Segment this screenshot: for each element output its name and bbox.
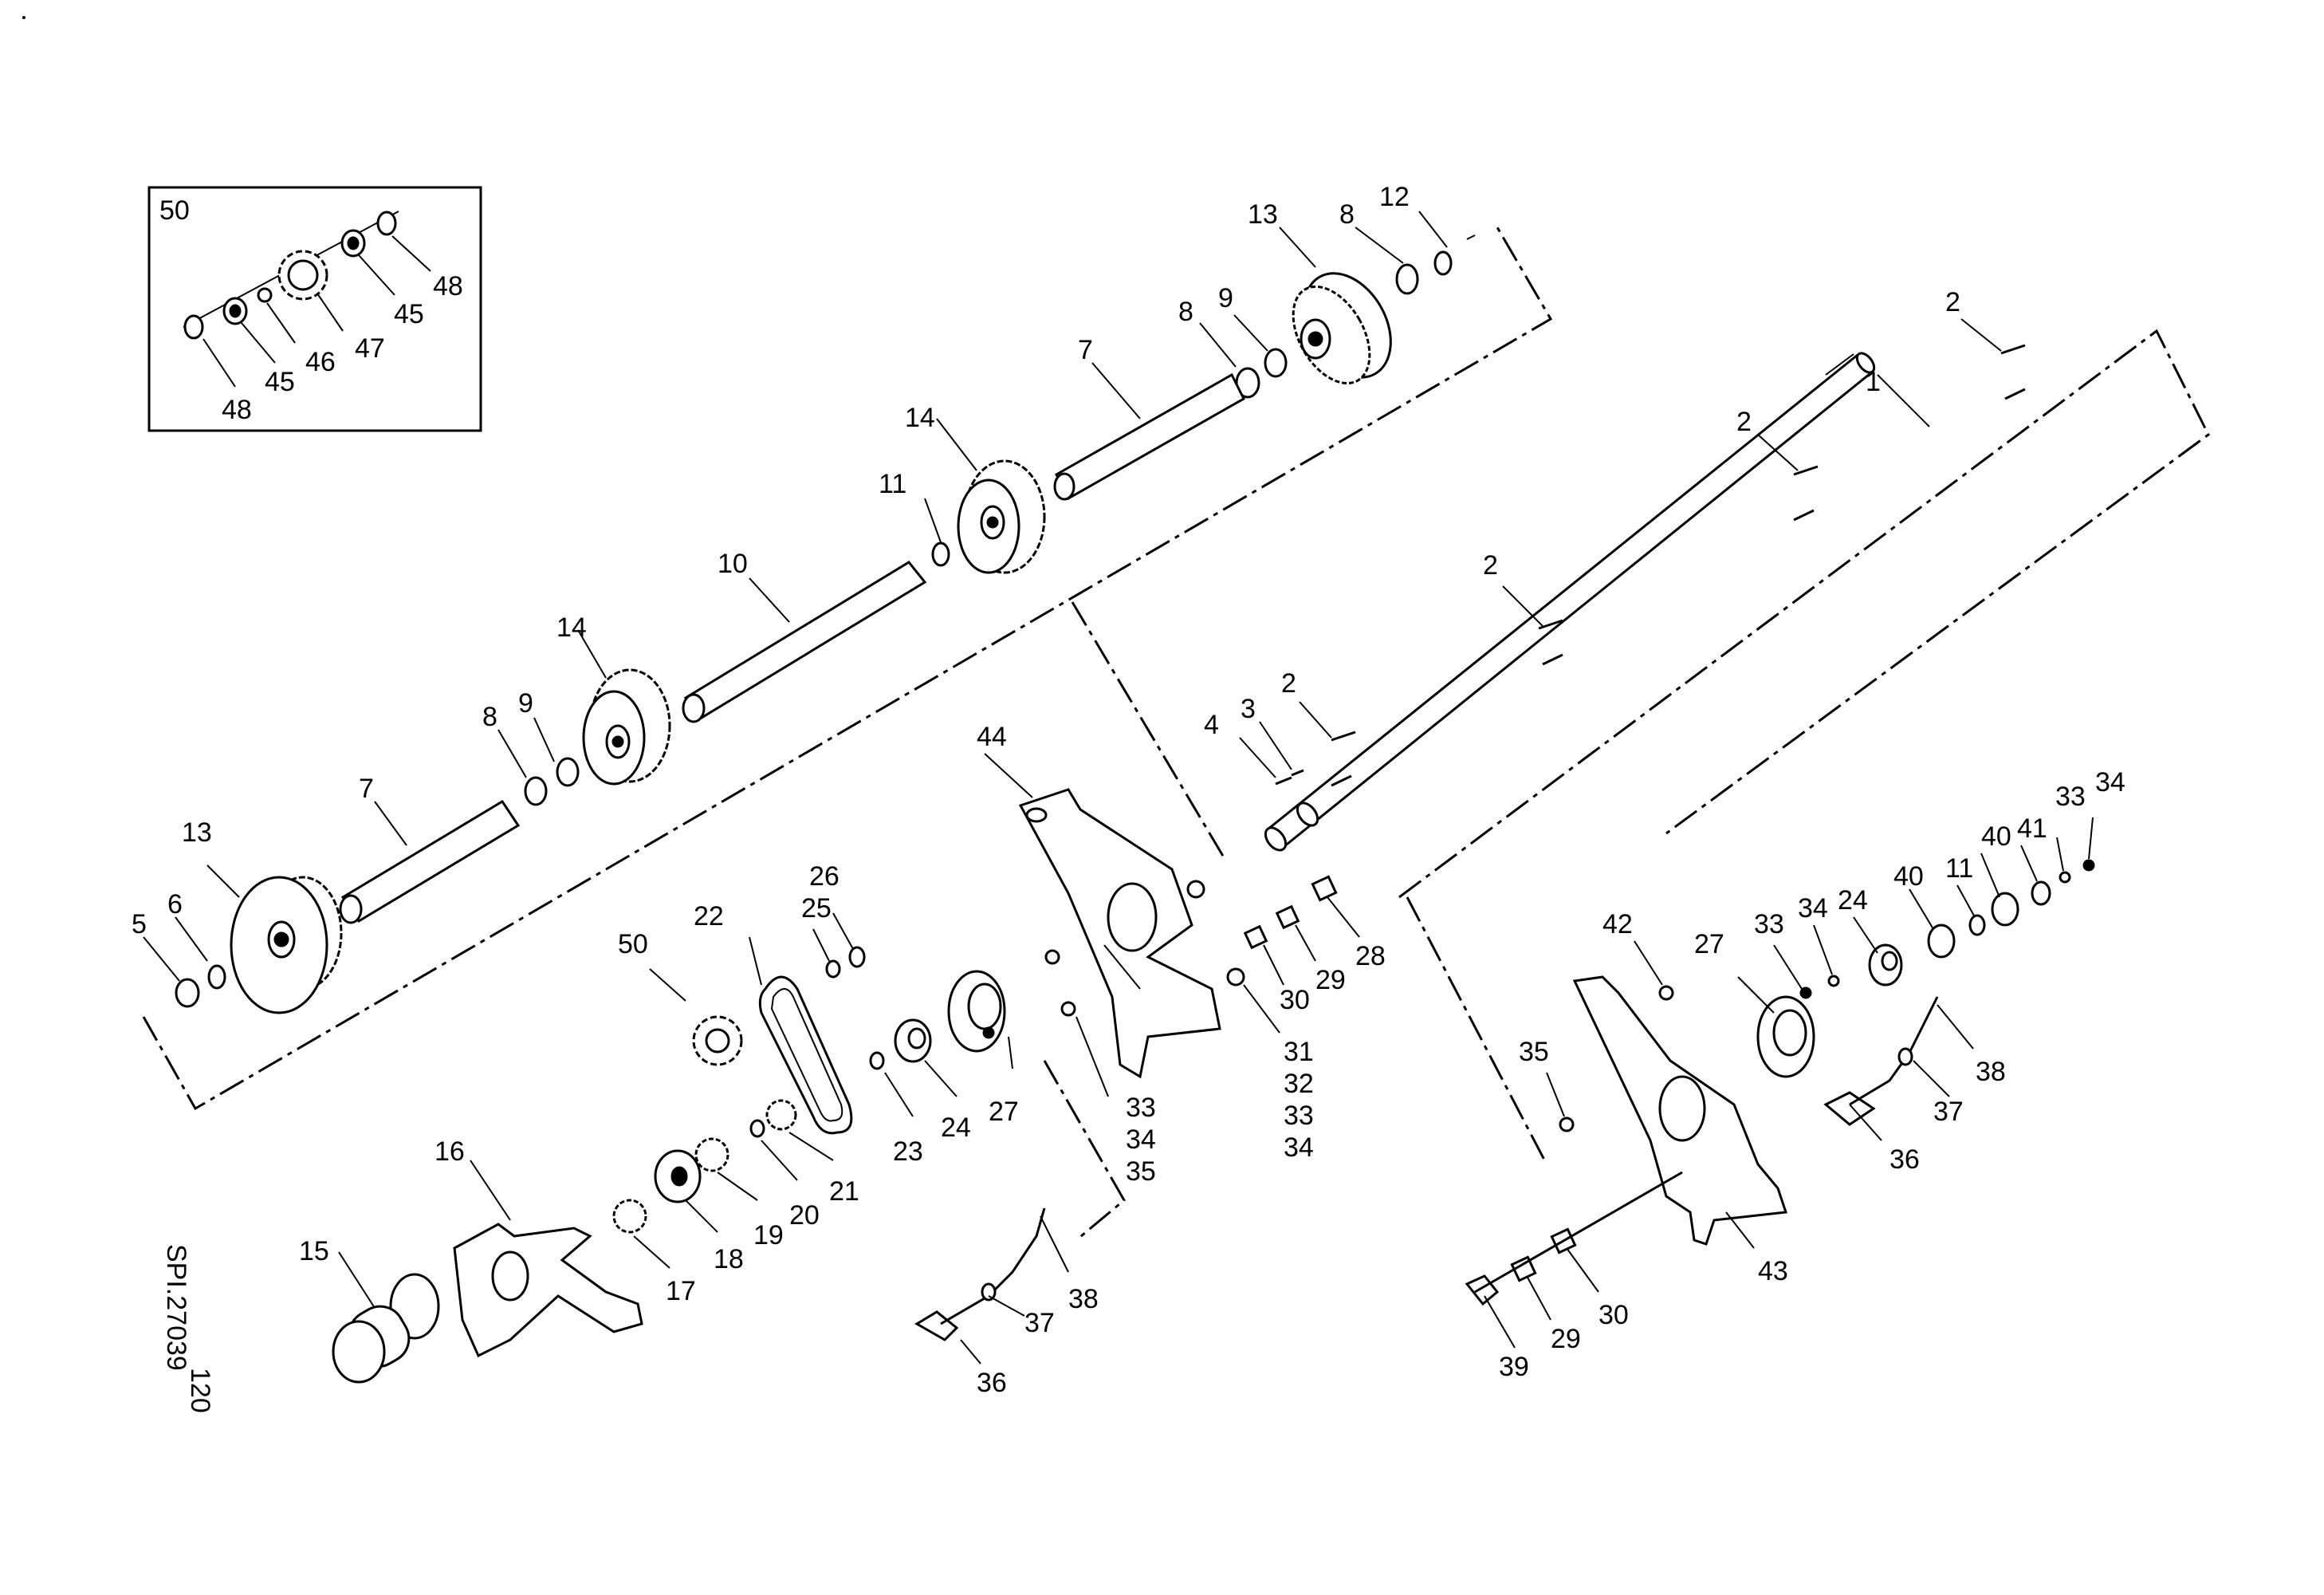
label-15: 15	[299, 1236, 329, 1266]
label-34: 34	[1284, 1132, 1314, 1163]
inset-kit-box: 50 48 45 46 47 45 48	[147, 186, 482, 432]
label-42: 42	[1602, 909, 1633, 939]
label-37: 37	[1933, 1097, 1964, 1127]
label-2: 2	[1736, 407, 1752, 437]
label-36: 36	[1889, 1144, 1920, 1175]
label-11: 11	[1945, 853, 1973, 884]
label-29: 29	[1315, 965, 1346, 995]
label-8: 8	[1178, 297, 1193, 327]
label-33: 33	[1126, 1093, 1156, 1123]
main-shaft: 1 2 2 2 2 3 4	[1204, 287, 2026, 852]
label-50: 50	[618, 929, 648, 959]
label-41: 41	[2017, 813, 2047, 844]
label-29: 29	[1551, 1324, 1581, 1354]
label-34: 34	[2095, 767, 2125, 798]
label-3: 3	[1241, 694, 1256, 724]
label-38: 38	[1976, 1057, 2006, 1087]
label-22: 22	[694, 901, 724, 931]
label-30: 30	[1598, 1300, 1629, 1330]
label-35: 35	[1519, 1037, 1549, 1067]
label-38: 38	[1068, 1284, 1099, 1314]
label-25: 25	[801, 893, 832, 924]
label-43: 43	[1758, 1256, 1788, 1286]
label-9: 9	[518, 688, 533, 719]
label-46: 46	[305, 347, 336, 377]
label-32: 32	[1284, 1069, 1314, 1099]
label-9: 9	[1218, 283, 1233, 313]
label-5: 5	[132, 909, 147, 939]
label-7: 7	[359, 774, 374, 804]
label-2: 2	[1281, 668, 1296, 699]
label-28: 28	[1355, 941, 1386, 971]
label-12: 12	[1379, 182, 1410, 212]
label-45: 45	[394, 299, 424, 329]
label-2: 2	[1945, 287, 1960, 317]
inset-label: 50	[159, 195, 190, 226]
label-37: 37	[1024, 1308, 1055, 1338]
label-33: 33	[1754, 909, 1784, 939]
label-2: 2	[1483, 550, 1498, 581]
label-1: 1	[1866, 367, 1881, 397]
label-23: 23	[893, 1136, 923, 1167]
label-33: 33	[1284, 1101, 1314, 1131]
label-40: 40	[1893, 861, 1924, 892]
center-lines	[142, 223, 2210, 1242]
label-30: 30	[1280, 985, 1310, 1015]
label-13: 13	[182, 817, 212, 848]
upper-gear-train: 13 8 12 8 9 7 14 11 10 14 8 9 7 13 6 5	[132, 182, 1453, 1014]
label-40: 40	[1981, 821, 2011, 852]
left-drive-assembly: 44 50 22 25 26 23 24 27 21 20 19 18 17 1…	[299, 722, 1386, 1398]
drawing-code: SPI.27039	[161, 1244, 191, 1371]
label-21: 21	[829, 1176, 859, 1207]
sheet-number: 120	[185, 1368, 215, 1413]
label-44: 44	[977, 722, 1007, 752]
label-26: 26	[809, 861, 840, 892]
label-7: 7	[1078, 335, 1093, 365]
label-24: 24	[941, 1113, 971, 1143]
label-27: 27	[1694, 929, 1724, 959]
label-27: 27	[989, 1097, 1019, 1127]
label-14: 14	[905, 403, 935, 433]
label-14: 14	[556, 612, 587, 643]
label-10: 10	[718, 549, 748, 579]
label-45: 45	[265, 367, 295, 397]
label-13: 13	[1248, 199, 1278, 230]
label-31: 31	[1284, 1037, 1314, 1067]
label-39: 39	[1499, 1352, 1529, 1382]
label-8: 8	[482, 702, 497, 732]
label-18: 18	[714, 1244, 744, 1274]
label-48: 48	[433, 271, 463, 301]
label-47: 47	[355, 333, 385, 364]
label-4: 4	[1204, 710, 1219, 740]
label-17: 17	[666, 1276, 696, 1306]
label-36: 36	[977, 1368, 1007, 1398]
label-19: 19	[753, 1220, 784, 1250]
label-35: 35	[1126, 1156, 1156, 1187]
right-bracket-assembly: 42 27 33 34 24 40 11 40 41 33 34 35 38 3…	[1465, 767, 2125, 1382]
label-48: 48	[222, 395, 252, 425]
corner-mark	[22, 16, 26, 19]
label-24: 24	[1838, 885, 1868, 916]
label-6: 6	[167, 889, 183, 920]
label-8: 8	[1339, 199, 1355, 230]
label-34: 34	[1798, 893, 1828, 924]
label-20: 20	[789, 1200, 820, 1231]
label-33: 33	[2055, 782, 2086, 812]
label-16: 16	[435, 1136, 465, 1167]
label-11: 11	[879, 469, 906, 499]
label-34: 34	[1126, 1124, 1156, 1155]
